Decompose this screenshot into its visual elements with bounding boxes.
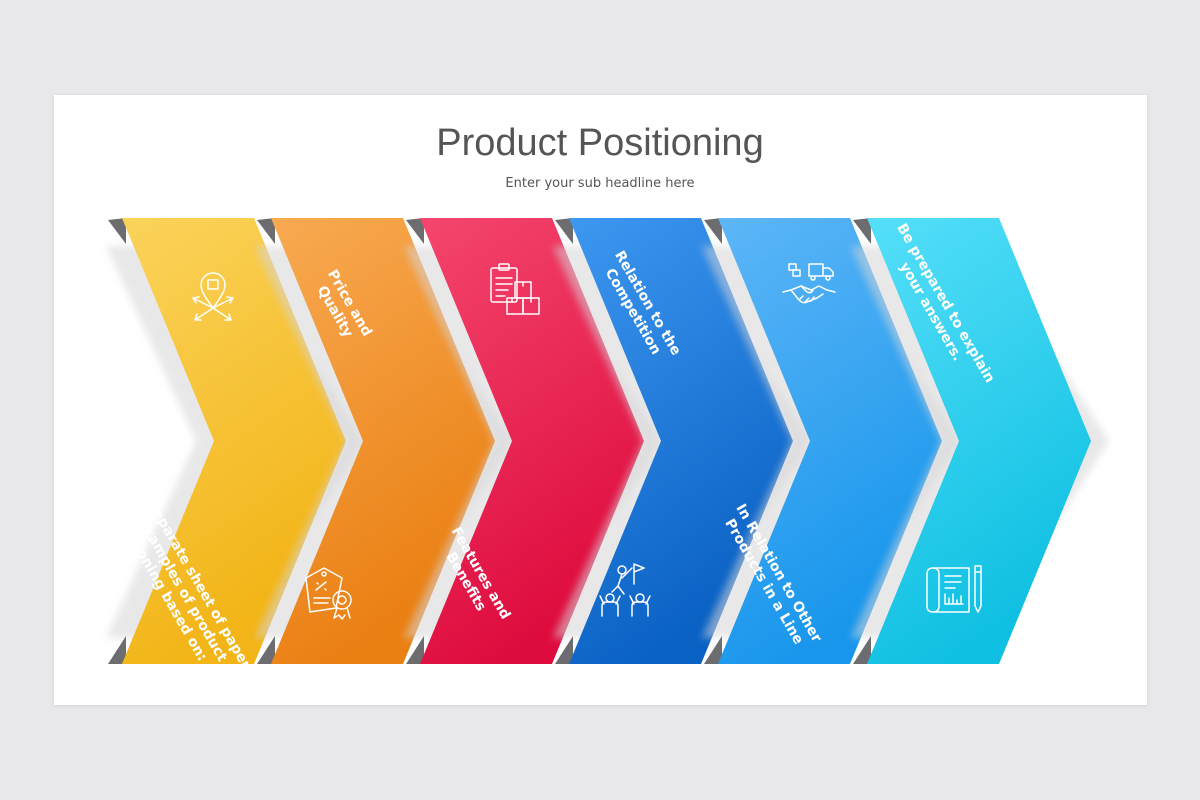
clipboard-boxes-icon xyxy=(490,263,540,315)
fold-top-corner xyxy=(853,218,871,244)
fold-bottom-corner xyxy=(853,636,871,664)
fold-top-corner xyxy=(704,218,722,244)
chevron-step-2: Price andQuality xyxy=(255,218,513,664)
fold-bottom-corner xyxy=(704,636,722,664)
chevron-shape xyxy=(420,218,644,664)
fold-top-corner xyxy=(555,218,573,244)
fold-bottom-corner xyxy=(406,636,424,664)
fold-bottom-corner xyxy=(108,636,126,664)
price-tag-quality-badge-icon xyxy=(305,567,352,620)
fold-bottom-corner xyxy=(555,636,573,664)
chevron-shape xyxy=(867,218,1091,664)
fold-top-corner xyxy=(406,218,424,244)
fold-top-corner xyxy=(108,218,126,244)
chevron-step-1: On a separate sheet of paper,list exampl… xyxy=(106,218,364,674)
handshake-delivery-truck-icon xyxy=(782,263,836,304)
chevron-shape xyxy=(718,218,942,664)
chevron-shape xyxy=(569,218,793,664)
fold-bottom-corner xyxy=(257,636,275,664)
chevron-shape xyxy=(122,218,346,664)
page-subtitle: Enter your sub headline here xyxy=(505,176,695,191)
chevron-step-6: Be prepared to explainyour answers. xyxy=(851,218,1109,664)
chevron-step-3: Features andBenefits xyxy=(404,218,662,664)
chevron-step-5: In Relation to OtherProducts in a Line xyxy=(702,218,960,664)
competition-people-flag-icon xyxy=(599,563,651,617)
blueprint-chart-icon xyxy=(926,565,982,613)
chevron-step-4: Relation to theCompetition xyxy=(553,218,811,664)
location-pin-arrows-icon xyxy=(192,272,234,321)
fold-top-corner xyxy=(257,218,275,244)
chevron-shape xyxy=(271,218,495,664)
page-title: Product Positioning xyxy=(436,122,764,164)
